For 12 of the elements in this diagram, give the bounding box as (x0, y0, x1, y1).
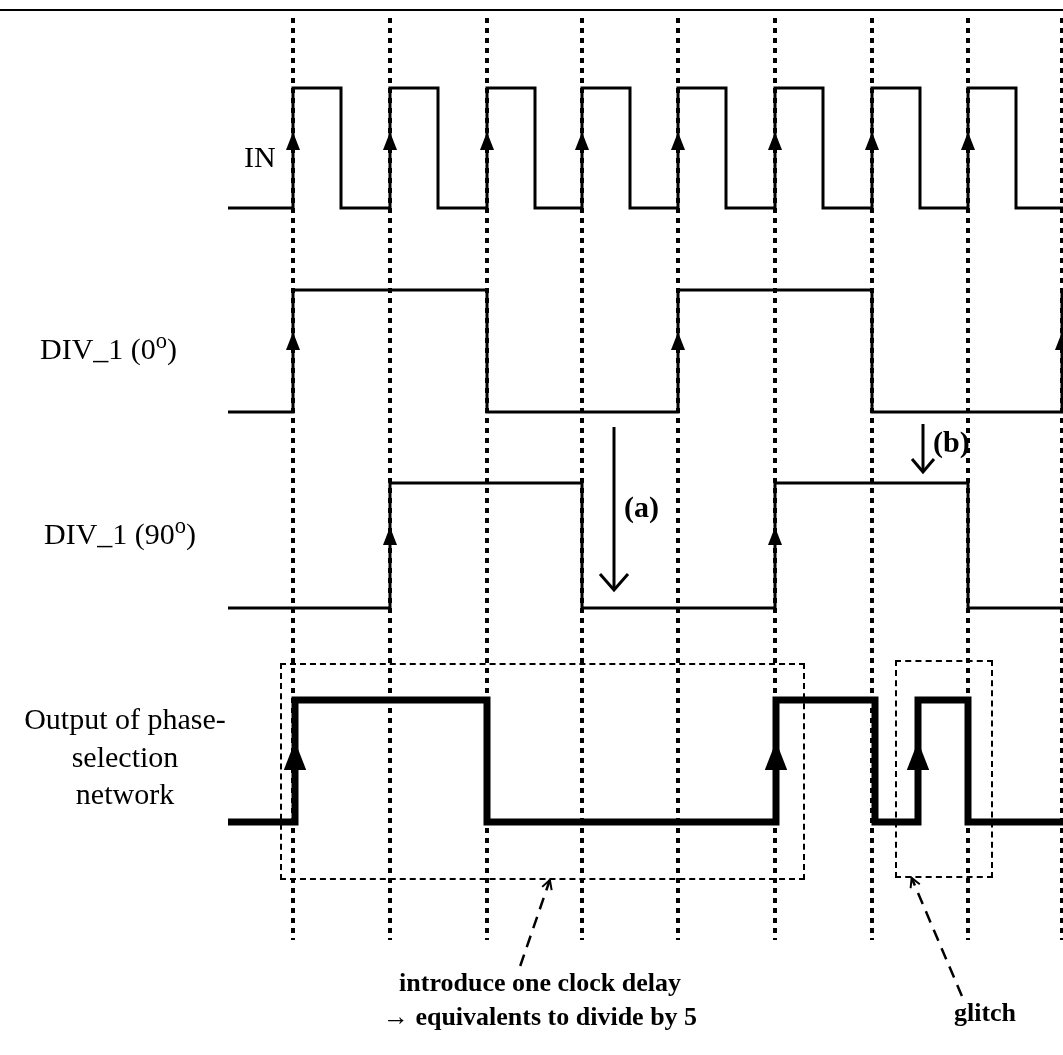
signal-label: DIV_1 (0$^{o}$) (40, 330, 178, 367)
annotation-text: glitch (953, 997, 1017, 1029)
annotation-text: → equivalents to divide by 5 (382, 1000, 698, 1033)
signal-label: IN (244, 139, 276, 175)
signal-label: Output of phase-selection network (23, 701, 227, 812)
leader-line (909, 877, 964, 997)
signal-label: (a) (624, 489, 659, 525)
dashed-box (280, 663, 805, 880)
signal-label: DIV_1 (90$^{o}$) (44, 515, 197, 552)
leader-line (519, 879, 553, 967)
dashed-box (895, 660, 993, 878)
annotation-text: introduce one clock delay (399, 967, 681, 999)
